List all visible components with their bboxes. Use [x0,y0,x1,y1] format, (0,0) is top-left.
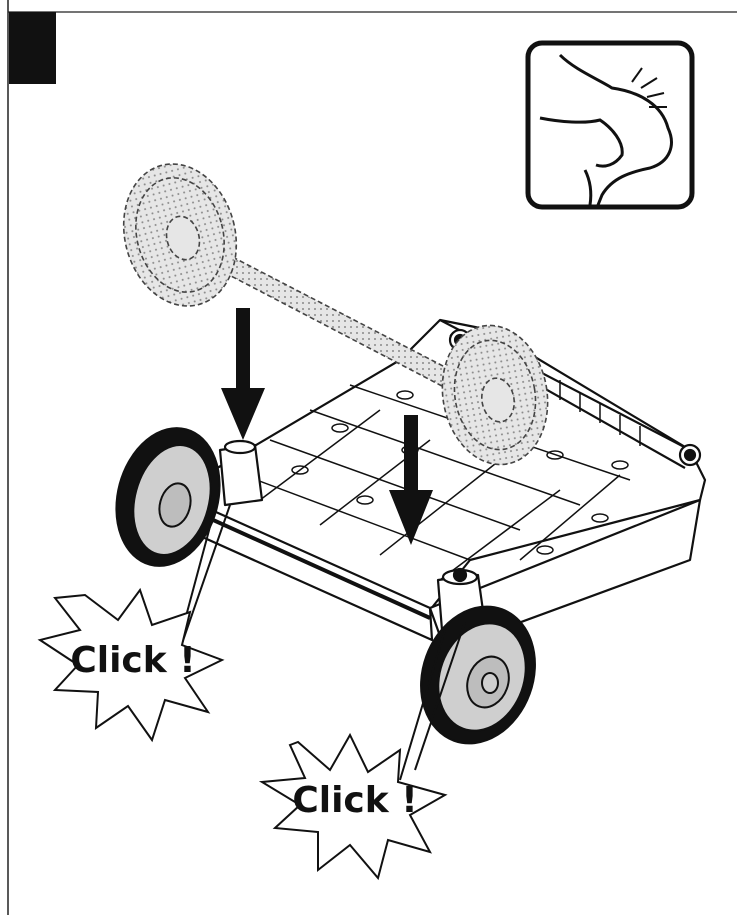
strength-arm-icon [525,40,695,210]
starburst-icon [37,587,225,743]
right-wheel [420,605,536,745]
callout-leader-lines [177,504,466,781]
down-arrow-icon [221,308,265,440]
click-callout-2: Click ! [292,780,417,821]
left-wheel [115,427,221,567]
step-marker-icon [9,12,56,84]
down-arrow-icon-2 [389,415,433,545]
page-frame [7,0,737,915]
starburst-icon-2 [258,732,448,881]
click-callout-1: Click ! [70,640,195,681]
axle-wheel-icon [122,163,549,466]
